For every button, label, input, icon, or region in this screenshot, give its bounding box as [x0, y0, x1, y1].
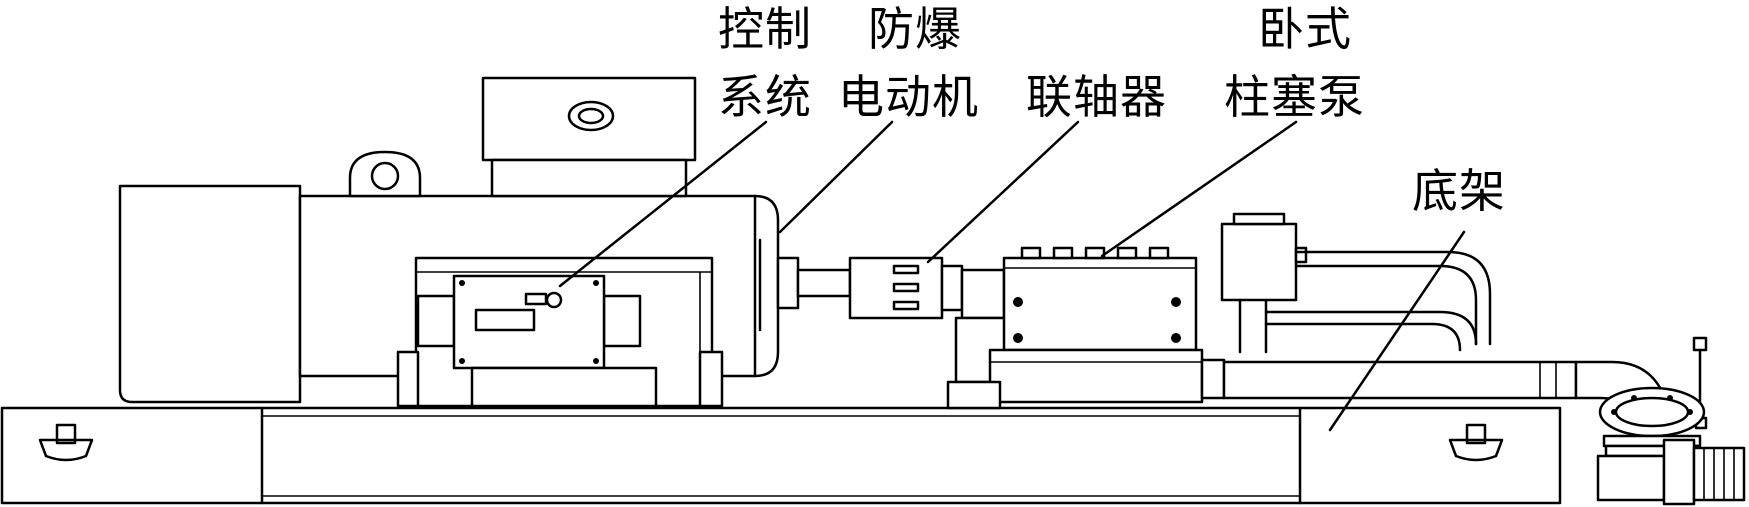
motor-lifting-eye: [348, 150, 422, 198]
label-coupling: 联轴器: [1026, 70, 1167, 124]
leader-control-system: [558, 120, 768, 288]
control-system: [396, 256, 724, 408]
leader-pump: [1100, 120, 1298, 258]
leader-coupling: [926, 120, 1080, 264]
right-lifting-lug: [1448, 423, 1504, 462]
leader-lines: [558, 120, 1466, 432]
label-frame: 底架: [1412, 164, 1506, 218]
piping: [1222, 250, 1746, 506]
coupling: [848, 256, 964, 320]
horizontal-plunger-pump: [946, 212, 1308, 410]
motor-terminal-box: [481, 76, 697, 198]
label-motor-line1: 防爆: [868, 2, 962, 56]
leader-motor: [778, 120, 894, 234]
base-frame: [0, 406, 1562, 505]
label-control-line2: 系统: [718, 70, 812, 124]
label-control-line1: 控制: [718, 2, 812, 56]
label-pump-line1: 卧式: [1258, 2, 1352, 56]
left-lifting-lug: [38, 423, 94, 462]
leader-frame: [1328, 230, 1466, 432]
label-pump-line2: 柱塞泵: [1224, 70, 1365, 124]
label-motor-line2: 电动机: [838, 70, 979, 124]
